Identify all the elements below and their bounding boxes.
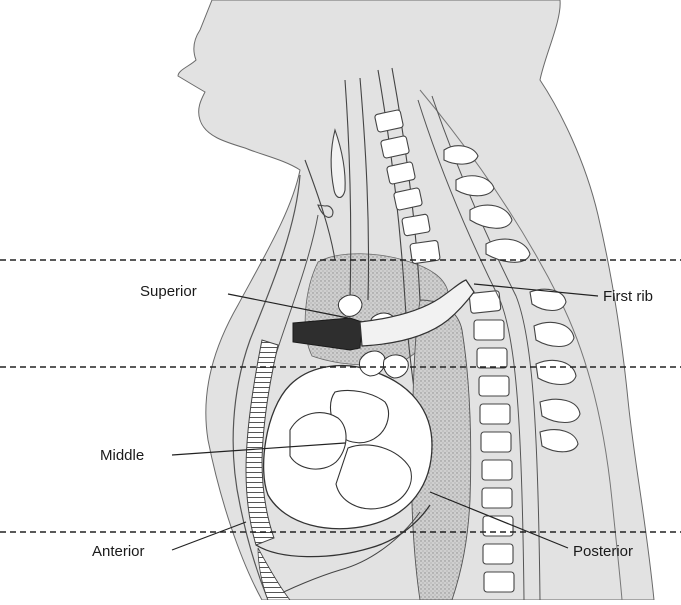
label-middle: Middle	[100, 447, 144, 464]
label-superior: Superior	[140, 283, 197, 300]
label-anterior: Anterior	[92, 543, 145, 560]
label-first-rib: First rib	[603, 288, 653, 305]
label-posterior: Posterior	[573, 543, 633, 560]
